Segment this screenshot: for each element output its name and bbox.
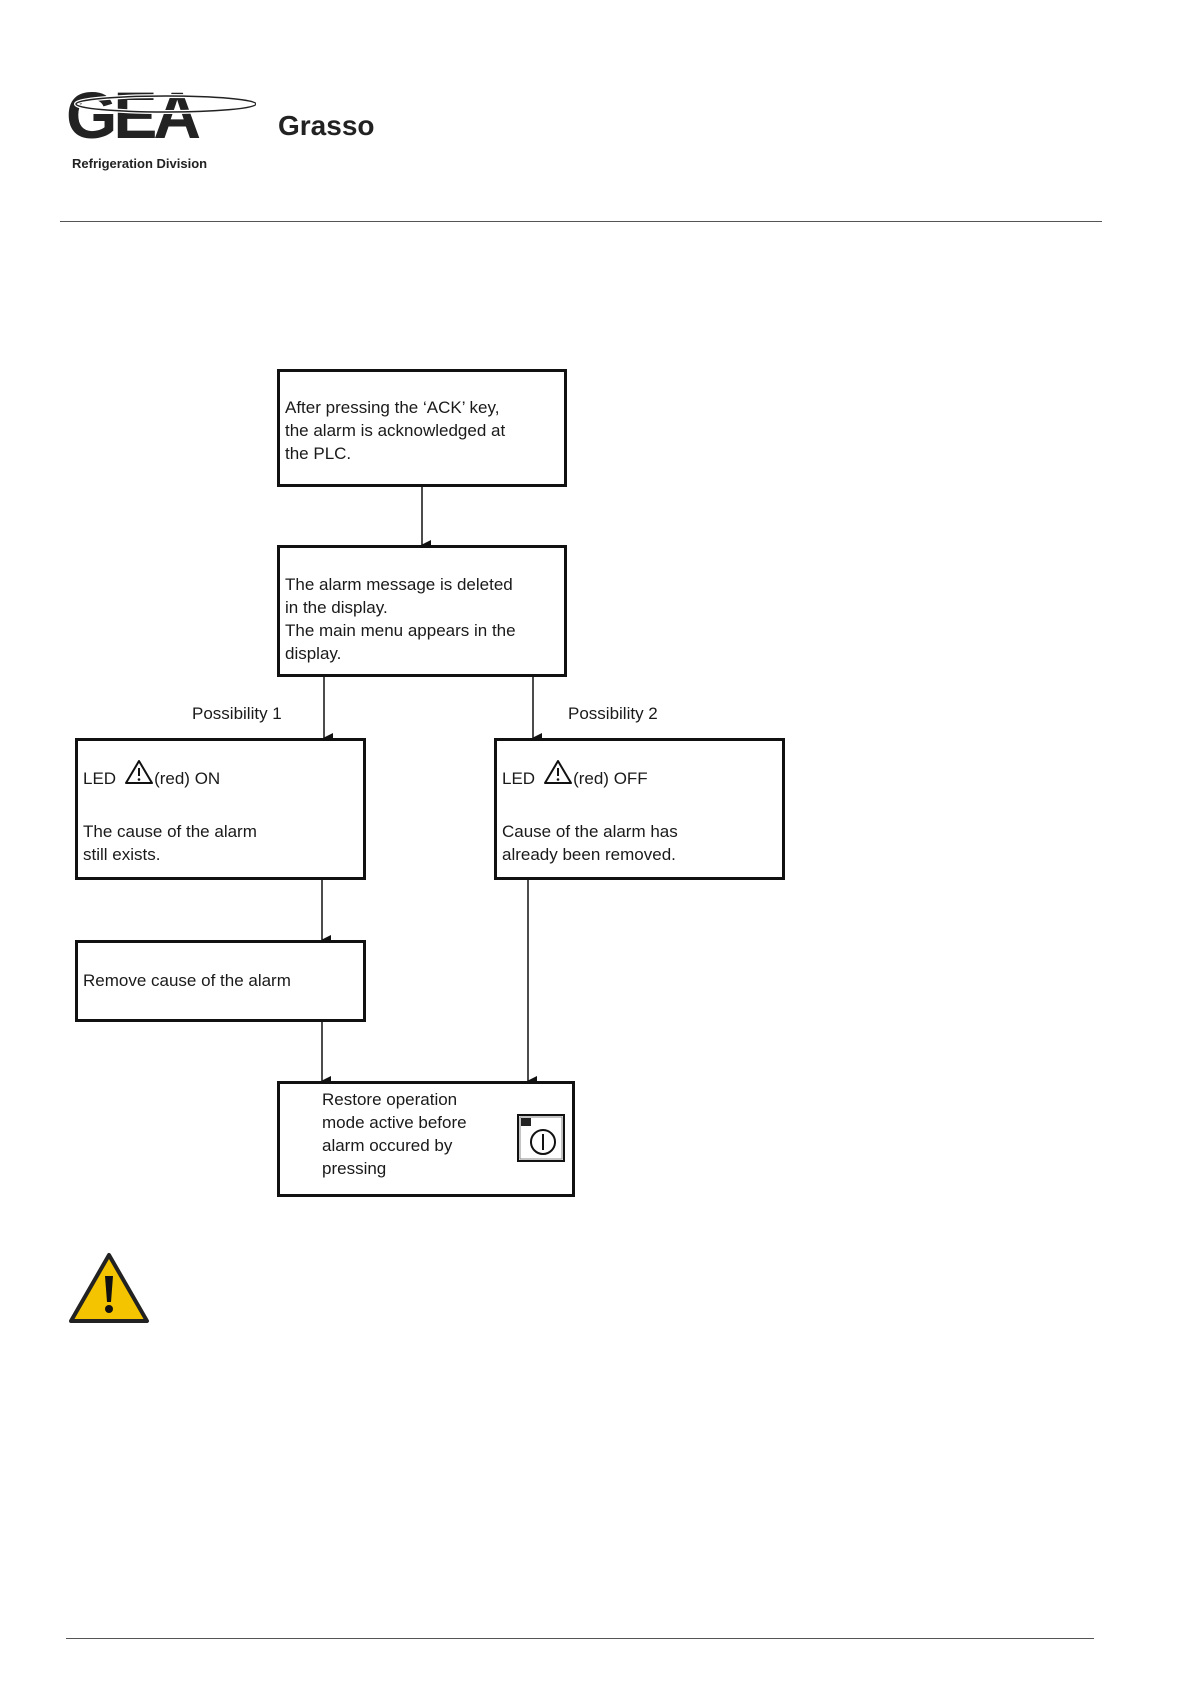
flow-box-text: The alarm message is deleted in the disp…: [285, 575, 516, 663]
flow-box-restore-operation: Restore operation mode active before ala…: [277, 1081, 575, 1197]
brand-name: Grasso: [278, 110, 375, 141]
led-state: (red) OFF: [573, 769, 648, 788]
branch-label-possibility-1: Possibility 1: [192, 704, 282, 723]
flow-box-led-off: LED (red) OFF Cause of the alarm has alr…: [494, 738, 785, 880]
flow-box-ack-pressed: After pressing the ‘ACK’ key, the alarm …: [277, 369, 567, 487]
led-status-line: LED (red) ON: [83, 759, 221, 790]
led-description: Cause of the alarm has already been remo…: [502, 822, 678, 864]
led-state: (red) ON: [154, 769, 221, 788]
company-logo: GEA Grasso Refrigeration Division: [66, 82, 396, 172]
flow-box-message-deleted: The alarm message is deleted in the disp…: [277, 545, 567, 677]
gea-logo-mark: GEA: [66, 82, 256, 144]
footer-divider: [66, 1638, 1094, 1639]
warning-triangle-outline-icon: [544, 759, 573, 784]
division-name: Refrigeration Division: [72, 156, 208, 171]
flow-box-led-on: LED (red) ON The cause of the alarm stil…: [75, 738, 366, 880]
led-description: The cause of the alarm still exists.: [83, 822, 257, 864]
header-divider: [60, 221, 1102, 222]
led-status-line: LED (red) OFF: [502, 759, 648, 790]
led-label: LED: [83, 769, 117, 788]
flow-box-remove-cause: Remove cause of the alarm: [75, 940, 366, 1022]
flow-box-text: Restore operation mode active before ala…: [322, 1090, 467, 1178]
warning-triangle-outline-icon: [125, 759, 154, 784]
flow-box-text: Remove cause of the alarm: [83, 971, 291, 990]
caution-triangle-icon: [69, 1253, 149, 1323]
led-label: LED: [502, 769, 536, 788]
power-on-key-icon: [517, 1114, 565, 1162]
flow-box-text: After pressing the ‘ACK’ key, the alarm …: [285, 398, 506, 463]
branch-label-possibility-2: Possibility 2: [568, 704, 658, 723]
